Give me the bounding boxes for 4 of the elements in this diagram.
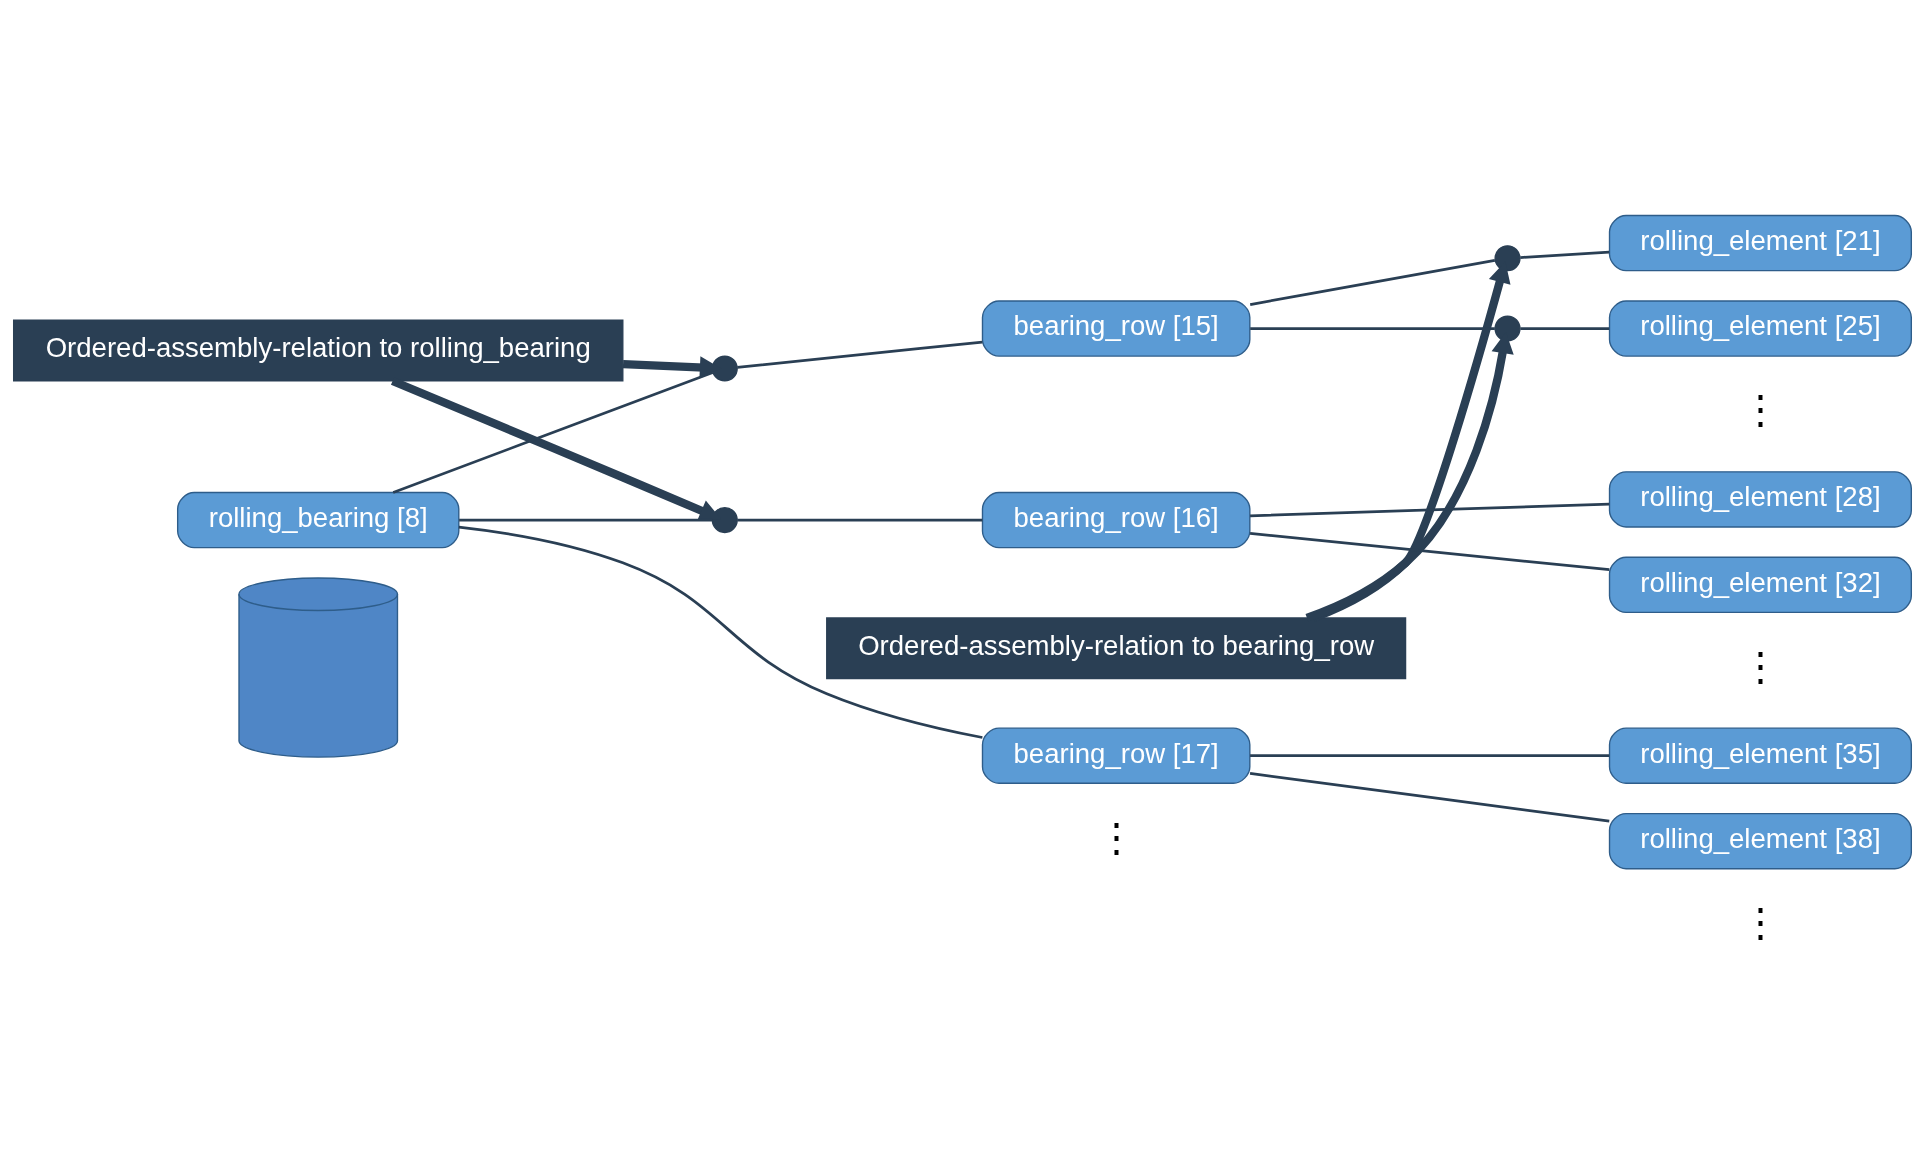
label: ⋮ bbox=[1740, 388, 1780, 432]
label: ⋮ bbox=[1740, 901, 1780, 945]
label: ⋮ bbox=[1740, 644, 1780, 688]
label: ⋮ bbox=[1096, 815, 1136, 859]
